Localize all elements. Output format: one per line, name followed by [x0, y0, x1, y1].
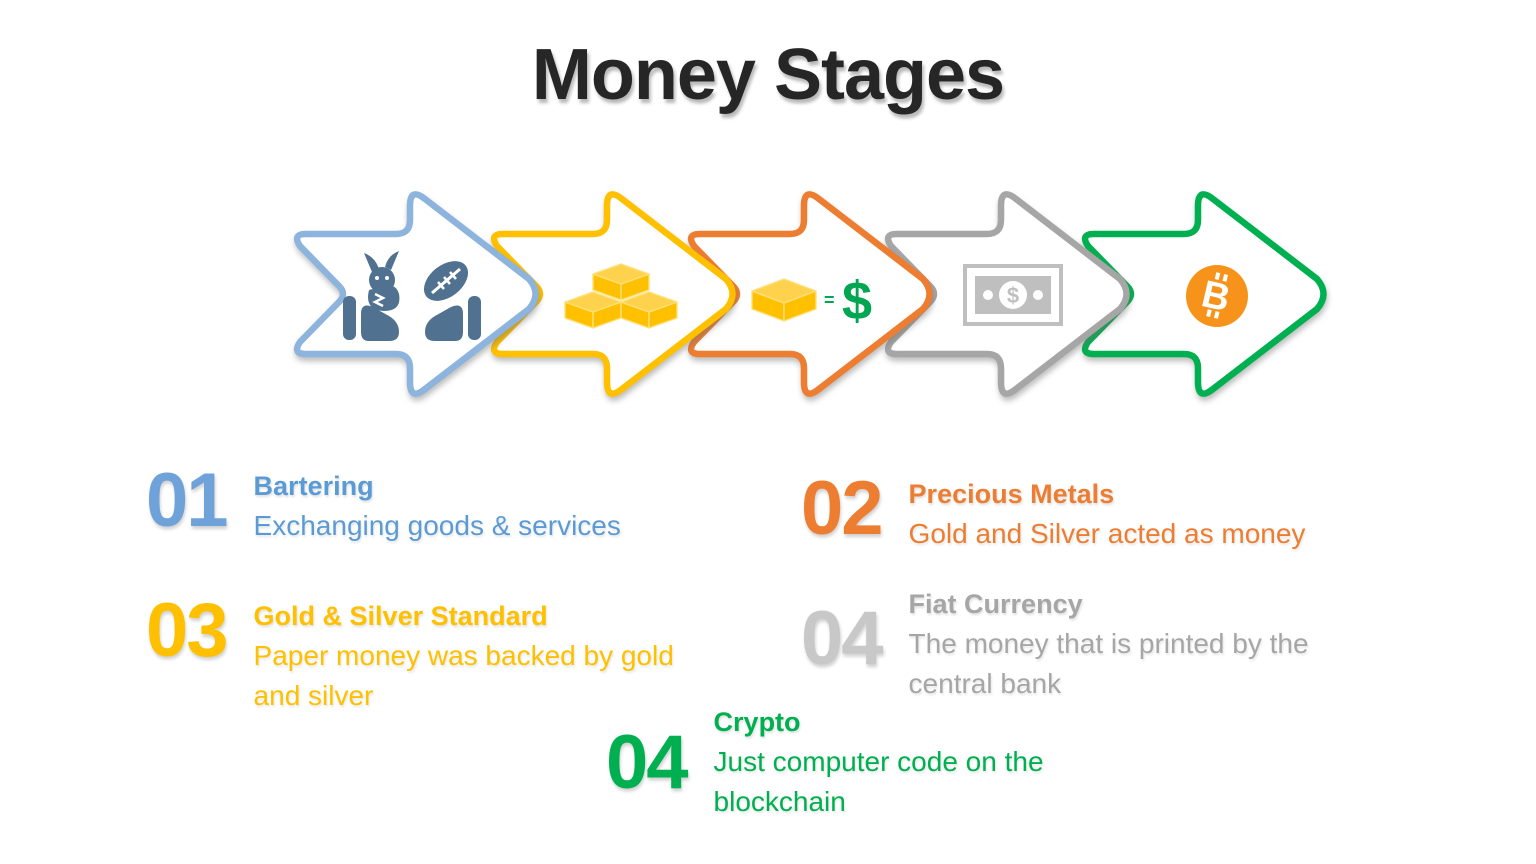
barter-hands-icon	[343, 251, 481, 341]
stage-block-crypto: 04 Crypto Just computer code on the bloc…	[606, 702, 1092, 822]
stage-description: Just computer code on the blockchain	[713, 746, 1044, 817]
stage-heading: Precious Metals	[908, 479, 1115, 509]
svg-text:=: =	[824, 290, 835, 310]
stage-heading: Gold & Silver Standard	[253, 601, 548, 631]
stage-text: Bartering Exchanging goods & services	[254, 466, 621, 546]
page-title: Money Stages	[531, 35, 1005, 115]
stage-heading: Bartering	[253, 471, 374, 501]
stage-heading: Crypto	[713, 707, 801, 737]
arrow-outline	[293, 191, 539, 397]
stage-arrow-gold-bars	[487, 180, 739, 408]
stage-number: 04	[801, 596, 884, 681]
stage-number: 01	[146, 458, 229, 543]
stage-block-precious-metals: 02 Precious Metals Gold and Silver acted…	[801, 466, 1306, 554]
stage-description: The money that is printed by the central…	[908, 628, 1309, 699]
banknote-icon: $	[963, 264, 1063, 326]
stage-description: Paper money was backed by gold and silve…	[253, 640, 674, 711]
stage-arrow-fiat: $	[881, 180, 1133, 408]
stage-arrow-crypto: B	[1078, 180, 1330, 408]
stage-arrow-gold-standard: = $	[684, 180, 936, 408]
gold-bars-icon	[564, 263, 678, 329]
stage-description: Gold and Silver acted as money	[908, 518, 1306, 549]
svg-text:$: $	[842, 271, 872, 331]
gold-equals-dollar-icon: = $	[751, 271, 872, 331]
stage-text: Gold & Silver Standard Paper money was b…	[254, 596, 724, 716]
stage-description: Exchanging goods & services	[253, 510, 621, 541]
stage-heading: Fiat Currency	[908, 589, 1083, 619]
stage-arrow-bartering	[290, 180, 542, 408]
svg-text:$: $	[1007, 283, 1019, 308]
stage-number: 03	[146, 588, 229, 673]
bitcoin-icon: B	[1186, 265, 1248, 327]
stage-number: 04	[606, 720, 689, 805]
stage-text: Fiat Currency The money that is printed …	[909, 584, 1367, 704]
stage-number: 02	[801, 466, 884, 551]
stage-text: Crypto Just computer code on the blockch…	[714, 702, 1092, 822]
stage-block-fiat-currency: 04 Fiat Currency The money that is print…	[801, 584, 1367, 704]
stage-block-gold-silver-standard: 03 Gold & Silver Standard Paper money wa…	[146, 588, 724, 716]
stage-text: Precious Metals Gold and Silver acted as…	[909, 474, 1306, 554]
stage-block-bartering: 01 Bartering Exchanging goods & services	[146, 458, 621, 546]
